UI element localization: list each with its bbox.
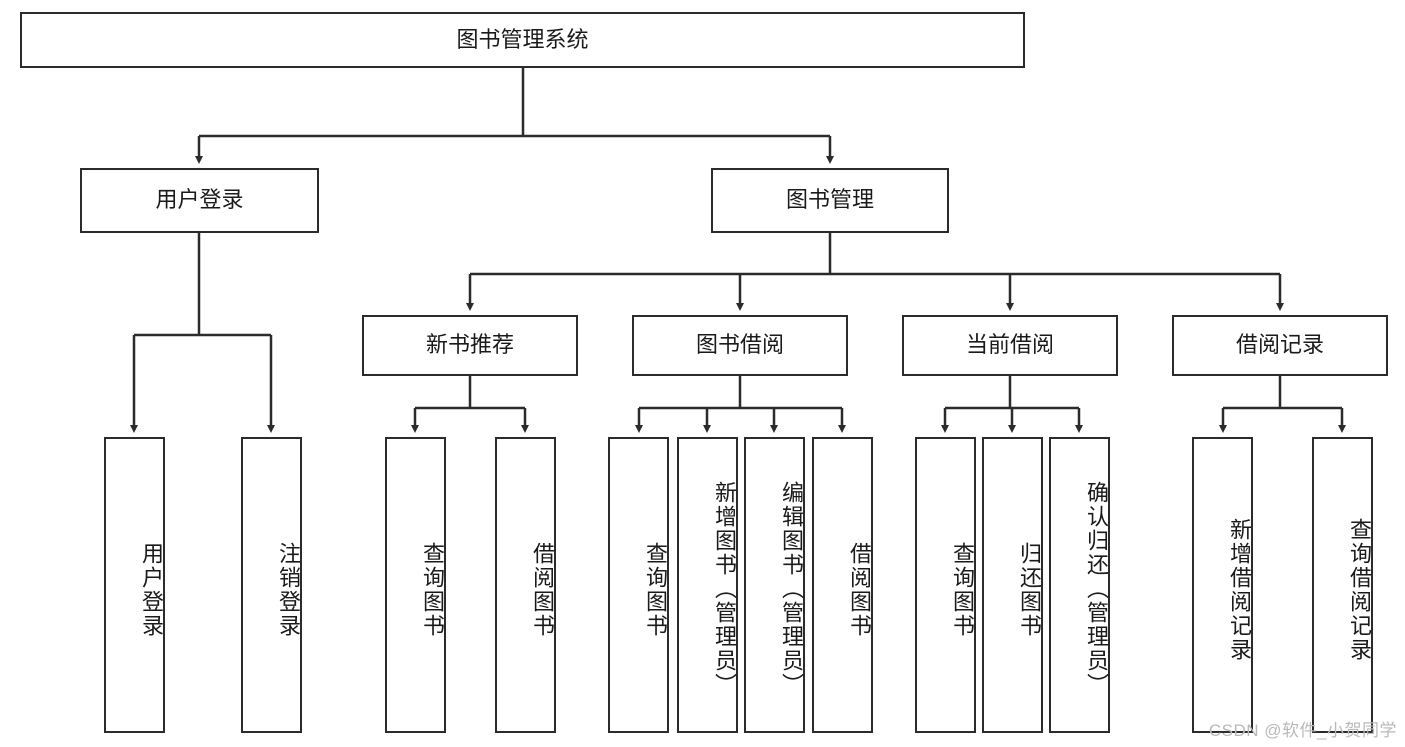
leaf-book-borrow-query[interactable]: 查询图书 xyxy=(608,437,669,733)
node-new-book-recommend[interactable]: 新书推荐 xyxy=(362,315,578,376)
node-book-borrow[interactable]: 图书借阅 xyxy=(632,315,848,376)
node-book-management[interactable]: 图书管理 xyxy=(711,168,949,233)
node-user-login[interactable]: 用户登录 xyxy=(80,168,319,233)
leaf-new-book-query[interactable]: 查询图书 xyxy=(385,437,446,733)
leaf-borrow-record-query[interactable]: 查询借阅记录 xyxy=(1312,437,1373,733)
leaf-user-login-signout[interactable]: 注销登录 xyxy=(241,437,302,733)
leaf-book-borrow-edit[interactable]: 编辑图书（管理员） xyxy=(744,437,805,733)
node-borrow-record[interactable]: 借阅记录 xyxy=(1172,315,1388,376)
csdn-watermark: CSDN @软件_小贺同学 xyxy=(1208,721,1397,740)
leaf-current-borrow-query[interactable]: 查询图书 xyxy=(915,437,976,733)
leaf-current-borrow-confirm[interactable]: 确认归还（管理员） xyxy=(1049,437,1110,733)
leaf-book-borrow-lend[interactable]: 借阅图书 xyxy=(812,437,873,733)
leaf-user-login-signin[interactable]: 用户登录 xyxy=(104,437,165,733)
leaf-current-borrow-return[interactable]: 归还图书 xyxy=(982,437,1043,733)
leaf-book-borrow-add[interactable]: 新增图书（管理员） xyxy=(677,437,738,733)
leaf-new-book-borrow[interactable]: 借阅图书 xyxy=(495,437,556,733)
node-root-system[interactable]: 图书管理系统 xyxy=(20,12,1025,68)
node-current-borrow[interactable]: 当前借阅 xyxy=(902,315,1118,376)
leaf-borrow-record-add[interactable]: 新增借阅记录 xyxy=(1192,437,1253,733)
